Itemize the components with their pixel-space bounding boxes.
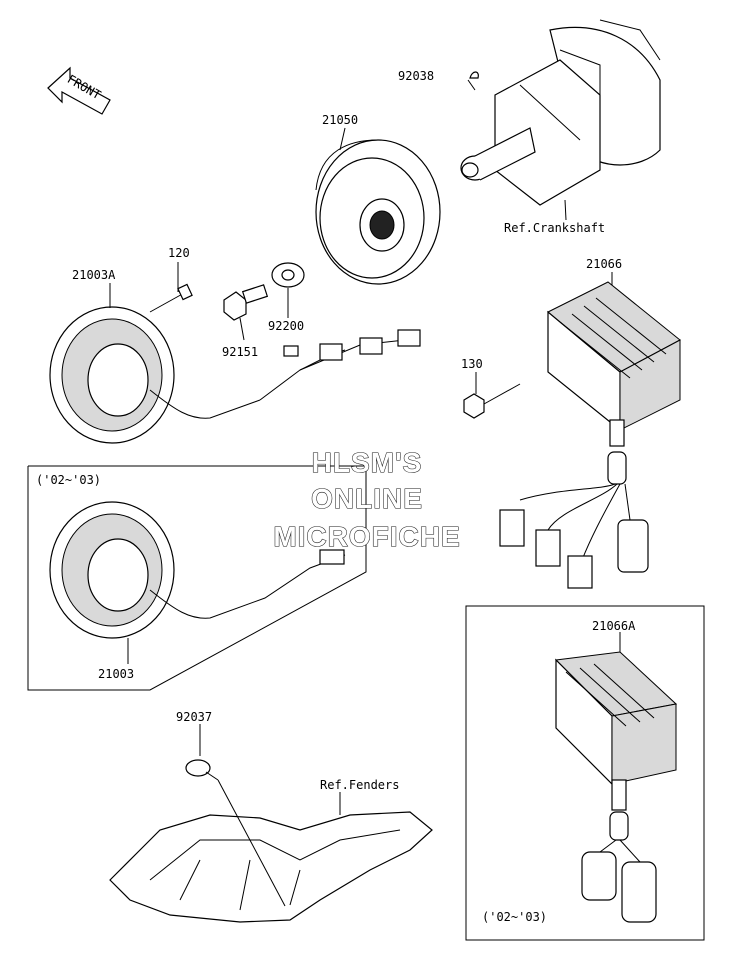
label-years-regulator: ('02~'03) <box>482 910 547 924</box>
bolt-130 <box>463 383 521 419</box>
regulator-variant-box <box>465 605 705 941</box>
front-arrow: FRONT <box>47 66 111 115</box>
label-21050: 21050 <box>322 113 358 127</box>
label-21003a: 21003A <box>72 268 116 282</box>
stator-variant-box <box>27 465 367 691</box>
leader-lines <box>109 79 621 907</box>
bolt-92151 <box>223 284 269 321</box>
label-years-stator: ('02~'03) <box>36 473 101 487</box>
watermark-line2: ONLINE <box>311 483 423 514</box>
flywheel-rotor <box>315 139 441 285</box>
fender-drawing <box>109 811 433 923</box>
regulator-21066 <box>499 281 681 589</box>
clip-92037 <box>185 759 219 781</box>
watermark-line3: MICROFICHE <box>273 521 460 552</box>
label-92037: 92037 <box>176 710 212 724</box>
regulator-21066a <box>554 651 678 923</box>
label-92200: 92200 <box>268 319 304 333</box>
crankshaft-drawing <box>460 19 661 206</box>
stator-21003 <box>49 501 346 639</box>
label-fenders: Ref.Fenders <box>320 778 399 792</box>
bolt-120 <box>149 283 193 313</box>
label-21066a: 21066A <box>592 619 636 633</box>
watermark: HLSM'S ONLINE MICROFICHE <box>273 446 460 552</box>
label-120: 120 <box>168 246 190 260</box>
label-crankshaft: Ref.Crankshaft <box>504 221 605 235</box>
label-92151: 92151 <box>222 345 258 359</box>
label-130: 130 <box>461 357 483 371</box>
watermark-line1: HLSM'S <box>312 447 423 478</box>
label-92038: 92038 <box>398 69 434 83</box>
stator-21003a <box>49 306 421 444</box>
label-21066: 21066 <box>586 257 622 271</box>
label-21003: 21003 <box>98 667 134 681</box>
washer-92200 <box>271 262 305 288</box>
